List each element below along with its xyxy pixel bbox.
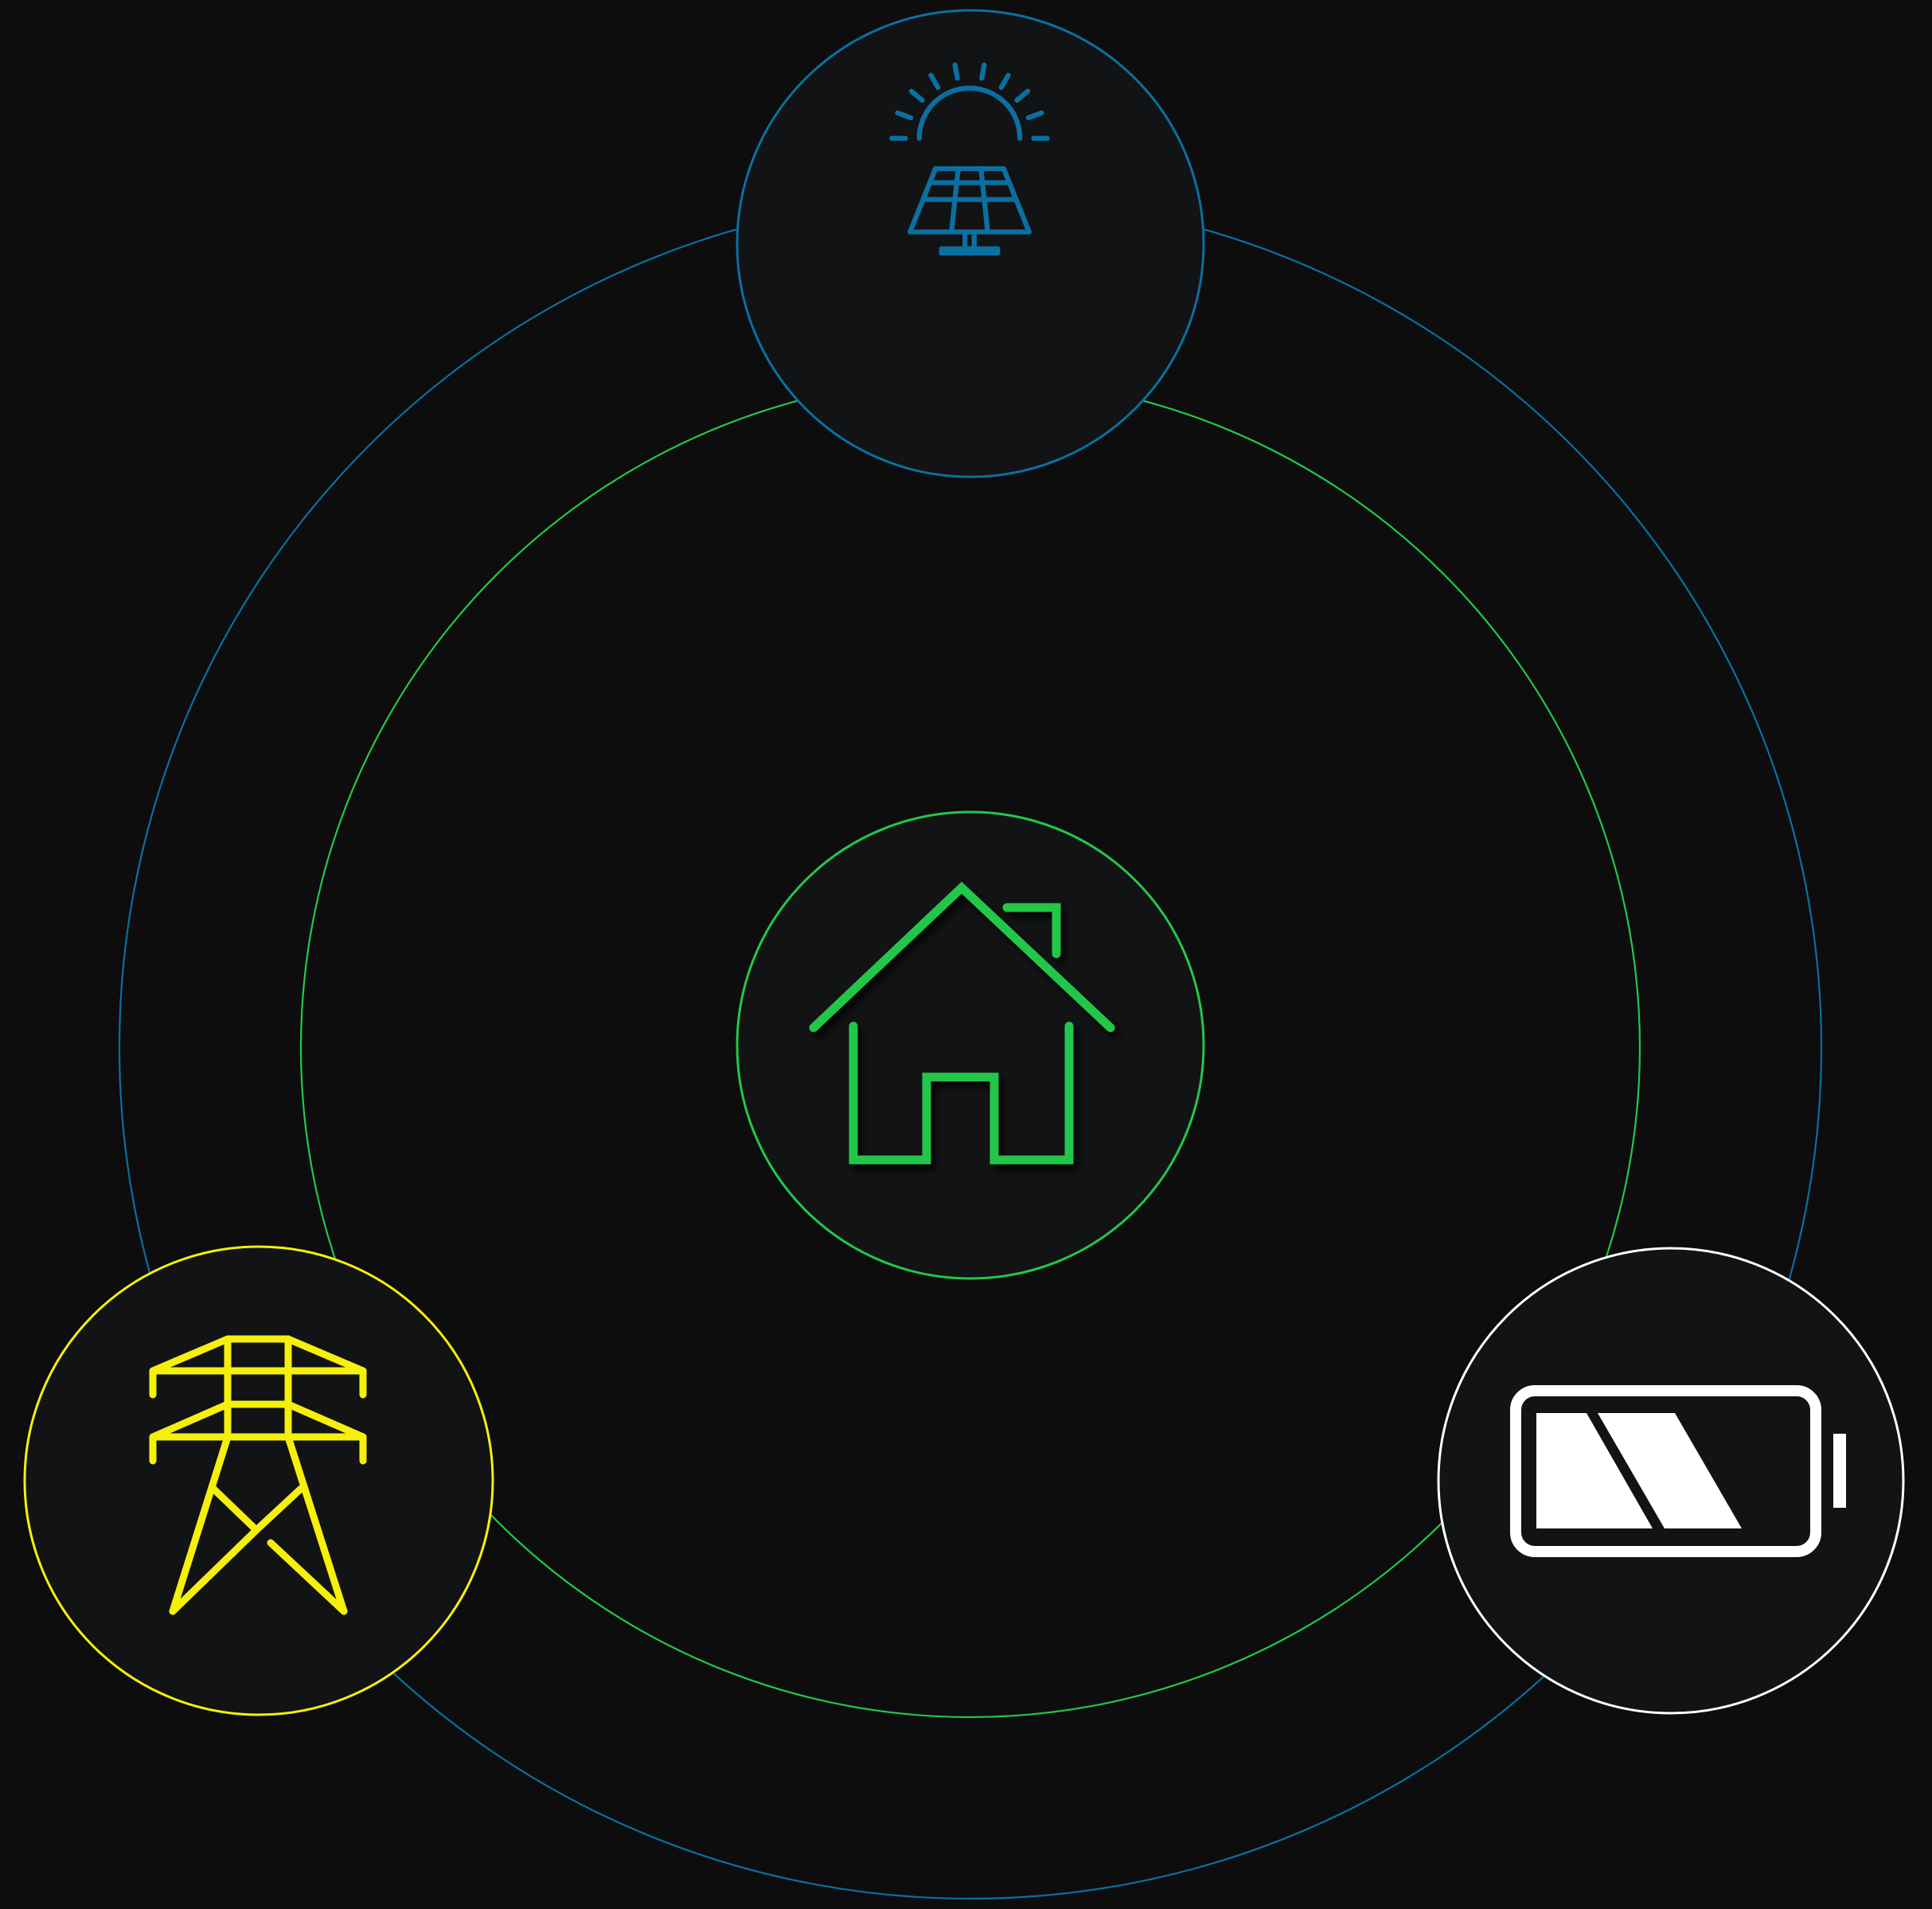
battery-charge-cell (1536, 1413, 1653, 1528)
grid-node (23, 1245, 494, 1716)
solar-node (736, 9, 1205, 478)
battery-charge-cell (1598, 1413, 1742, 1528)
solar-panel-icon (889, 62, 1050, 256)
house-icon (809, 881, 1115, 1165)
home-node (736, 810, 1205, 1280)
home-node-circle (736, 810, 1205, 1280)
grid-node-circle (23, 1245, 494, 1716)
battery-icon (1510, 1385, 1846, 1557)
transmission-tower-icon (149, 1335, 367, 1615)
solar-node-circle (736, 9, 1205, 478)
battery-node (1437, 1247, 1905, 1715)
